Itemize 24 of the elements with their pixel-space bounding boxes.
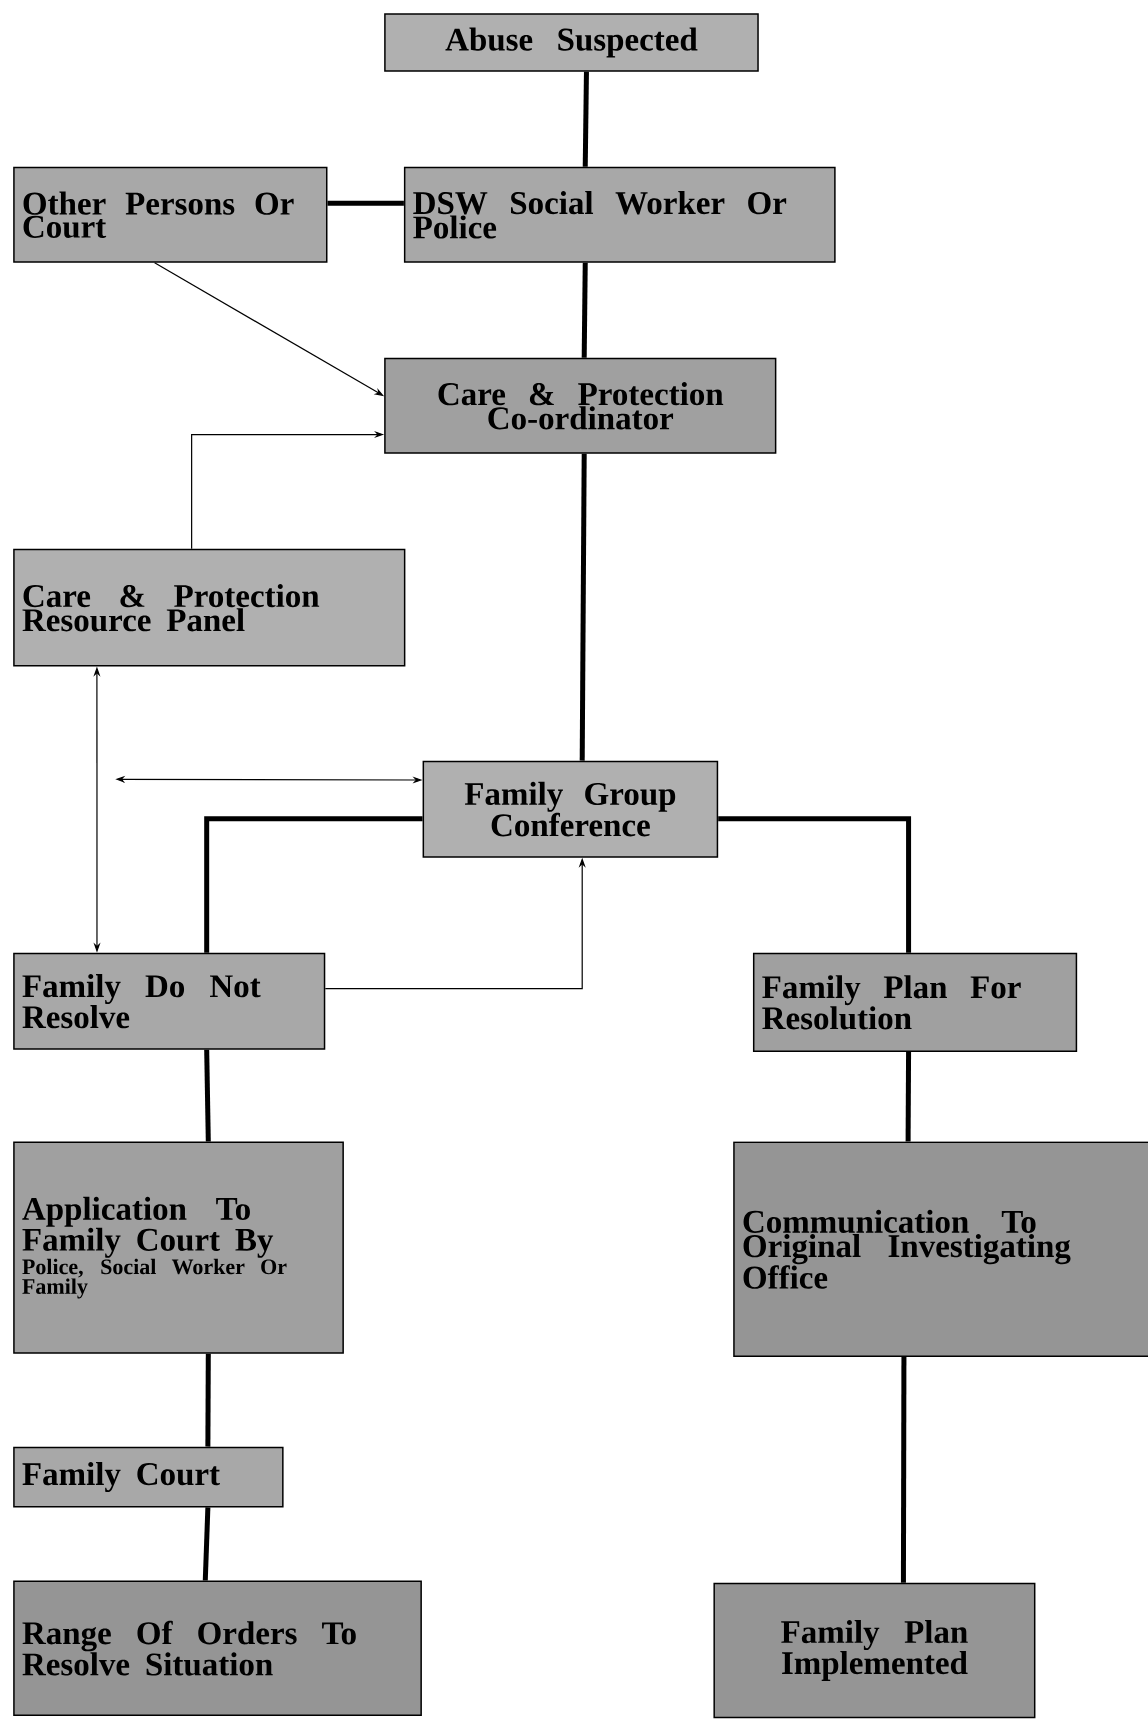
connector-line [582,71,589,167]
process-box: Family Plan Implemented [713,1582,1036,1719]
connector-line [718,816,912,953]
connector-line [327,200,404,206]
process-box: Communication To Original Investigating Office [733,1141,1148,1357]
connector-line [579,453,587,761]
connector-line [204,1049,211,1142]
process-box: DSW Social Worker Or Police [403,166,836,263]
connector-line [581,262,588,358]
process-box: Abuse Suspected [384,13,759,72]
connector-line [202,1507,211,1581]
process-box: Care & Protection Co-ordinator [384,357,777,454]
connector-line [900,1357,907,1583]
process-box: Family Plan For Resolution [752,952,1078,1052]
process-box: Range Of Orders To Resolve Situation [13,1580,422,1716]
process-box: Care & Protection Resource Panel [13,548,406,667]
process-box: Family Group Conference [422,760,719,858]
process-box: Application To Family Court By Police, Social Worker Or Family [13,1141,344,1354]
process-box: Other Persons Or Court [13,166,328,263]
process-box: Family Do Not Resolve [13,952,326,1050]
connector-line [905,1051,912,1142]
connector-line [205,1353,211,1447]
connector-line [204,816,423,953]
process-box: Family Court [13,1446,284,1508]
